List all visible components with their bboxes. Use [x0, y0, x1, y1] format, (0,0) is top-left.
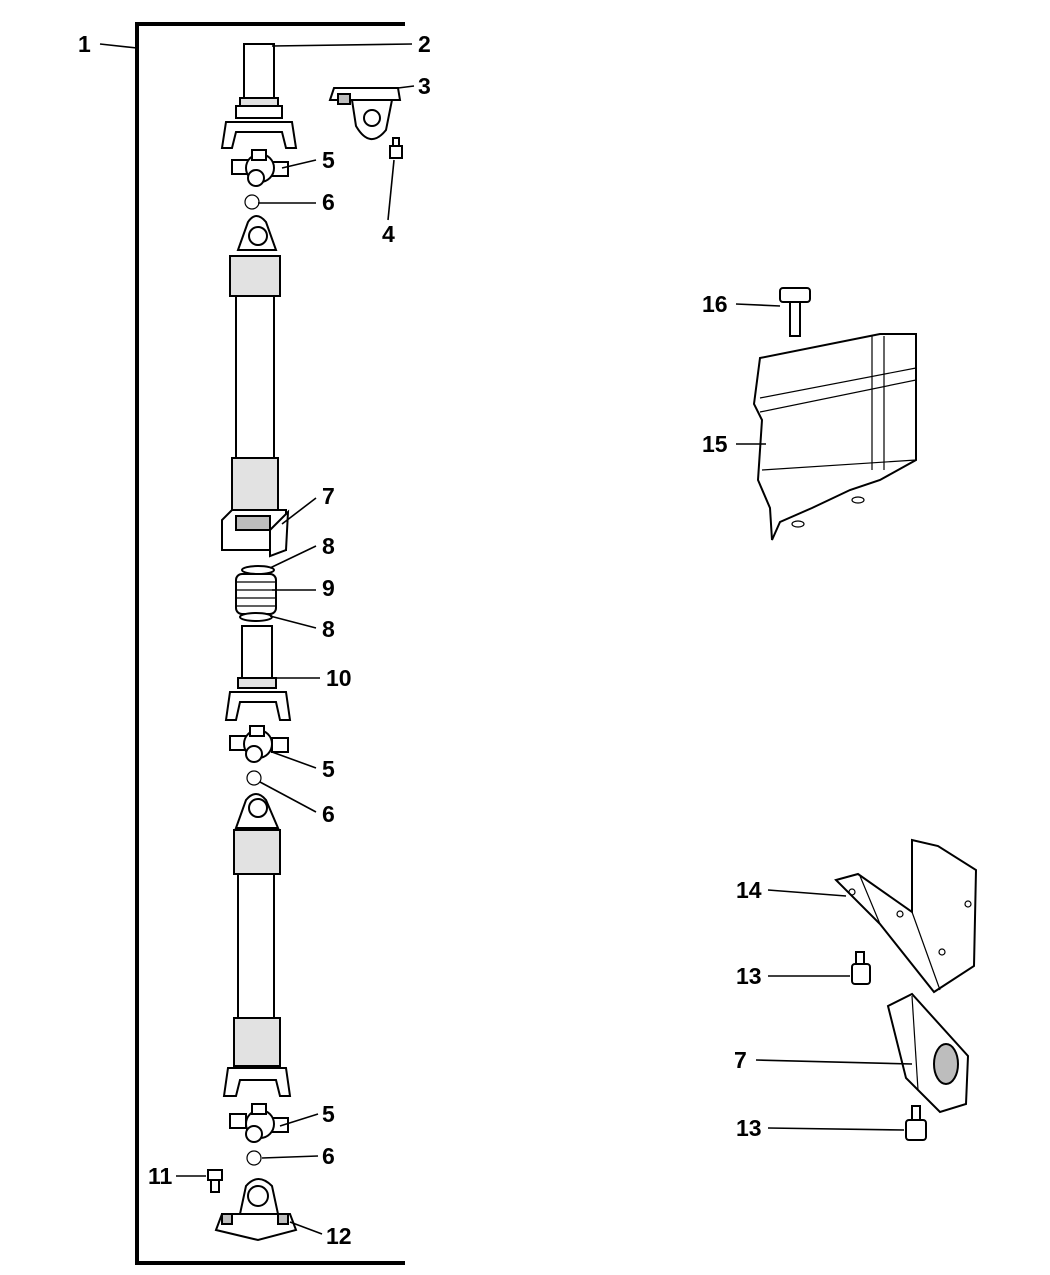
assembly-bracket-frame — [135, 22, 405, 1265]
bolt-16 — [779, 287, 811, 337]
rear-slip-yoke — [224, 625, 292, 721]
callout-5: 5 — [322, 756, 335, 782]
callout-5: 5 — [322, 147, 335, 173]
callout-6: 6 — [322, 801, 335, 827]
flange-3 — [328, 87, 402, 140]
flange-yoke — [214, 1178, 298, 1242]
callout-13: 13 — [736, 963, 762, 989]
callout-2: 2 — [418, 31, 431, 57]
callout-3: 3 — [418, 73, 431, 99]
universal-joint-top — [231, 149, 289, 187]
bolt-4 — [389, 137, 403, 159]
callout-15: 15 — [702, 431, 728, 457]
callout-5: 5 — [322, 1101, 335, 1127]
crossmember-bracket — [834, 838, 978, 994]
callout-7: 7 — [322, 483, 335, 509]
callout-8: 8 — [322, 616, 335, 642]
callout-16: 16 — [702, 291, 728, 317]
callout-9: 9 — [322, 575, 335, 601]
bolt-13-lower — [905, 1105, 927, 1141]
callout-6: 6 — [322, 189, 335, 215]
callout-7: 7 — [734, 1047, 747, 1073]
rear-driveshaft-tube — [222, 793, 292, 1097]
callout-1: 1 — [78, 31, 91, 57]
snap-ring-bottom — [246, 1150, 262, 1166]
front-slip-yoke — [220, 43, 298, 149]
callout-6: 6 — [322, 1143, 335, 1169]
bolt-13-upper — [851, 951, 871, 985]
snap-ring-middle — [246, 770, 262, 786]
callout-13: 13 — [736, 1115, 762, 1141]
heat-shield — [752, 333, 917, 541]
front-driveshaft-tube — [229, 215, 281, 511]
bolt-11 — [207, 1169, 223, 1193]
callout-12: 12 — [326, 1223, 352, 1249]
leader-lines — [99, 43, 913, 1235]
universal-joint-bottom — [229, 1103, 289, 1143]
callout-4: 4 — [382, 221, 395, 247]
callout-14: 14 — [736, 877, 762, 903]
callout-10: 10 — [326, 665, 352, 691]
callout-8: 8 — [322, 533, 335, 559]
slip-boot — [235, 565, 277, 622]
center-bearing-on-shaft — [221, 509, 290, 558]
center-bearing-bracket — [886, 992, 970, 1114]
universal-joint-middle — [229, 725, 289, 763]
callout-11: 11 — [148, 1163, 173, 1189]
snap-ring-top — [244, 194, 260, 210]
